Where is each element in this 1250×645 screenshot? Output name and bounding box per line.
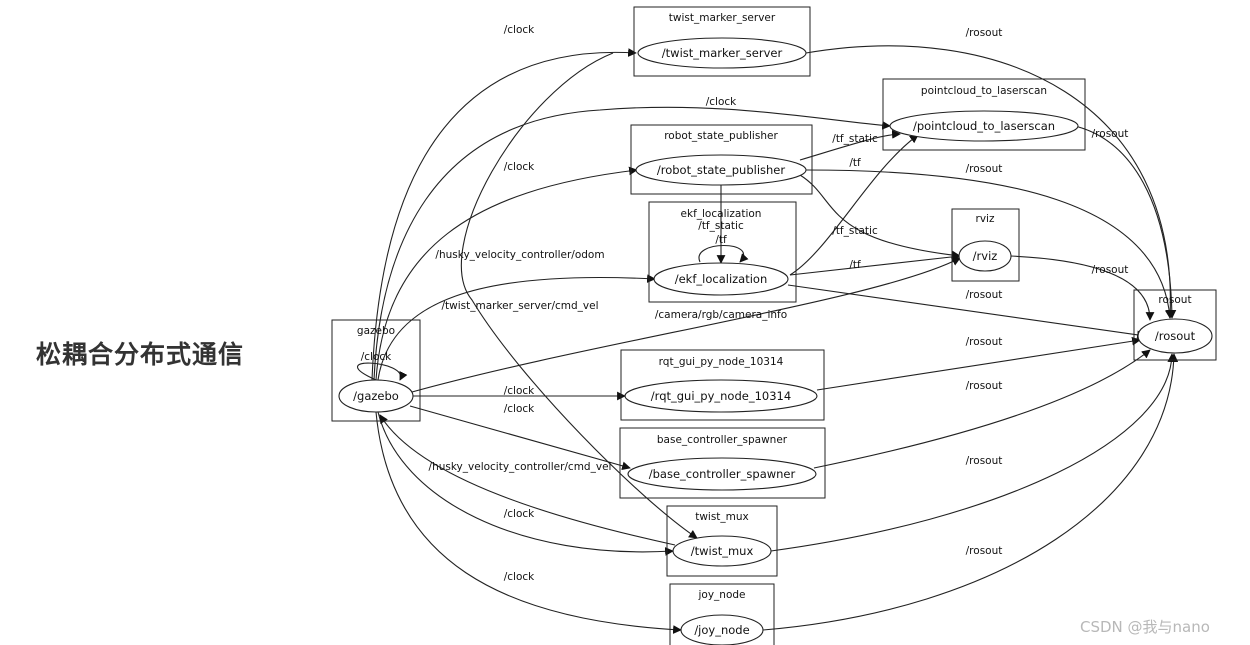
edge-15 [799,174,961,260]
edge-14 [789,252,961,276]
edge-label-twist-cmd-vel: /twist_marker_server/cmd_vel [442,300,599,312]
edge-2 [375,166,638,381]
node-robot-state-publisher[interactable]: robot_state_publisher/robot_state_publis… [630,124,813,195]
node-box-label: robot_state_publisher [664,130,778,142]
node-box-label: rviz [976,213,995,225]
node-name-label: /ekf_localization [675,272,768,286]
edge-11 [698,244,749,263]
edges-layer [357,45,1179,634]
edge-3 [377,274,656,381]
node-rviz[interactable]: rviz/rviz [951,208,1020,282]
edge-label-tf: /tf [849,157,861,169]
edge-18 [805,45,1175,319]
edge-label-rosout: /rosout [966,336,1003,348]
edge-label-rosout: /rosout [1092,264,1129,276]
edge-24 [813,349,1151,469]
node-box-label: ekf_localization [681,208,762,220]
edge-labels-layer: /clock/clock/clock/husky_velocity_contro… [361,24,1129,583]
node-ekf-localization[interactable]: ekf_localization/ekf_localization [648,201,797,303]
edge-17 [379,414,676,546]
node-twist-mux[interactable]: twist_mux/twist_mux [666,505,778,577]
node-pointcloud-to-laserscan[interactable]: pointcloud_to_laserscan/pointcloud_to_la… [882,78,1086,151]
node-box-label: twist_mux [695,511,749,523]
node-twist-marker-server[interactable]: twist_marker_server/twist_marker_server [633,6,811,77]
node-name-label: /twist_mux [691,544,754,558]
edge-label-tf-static: /tf_static [832,133,878,145]
edge-13 [789,134,919,276]
edge-23 [816,336,1141,391]
node-name-label: /gazebo [353,389,399,403]
edge-label-clock: /clock [504,403,535,415]
node-name-label: /rqt_gui_py_node_10314 [651,389,791,403]
edge-1 [373,106,891,381]
edge-label-clock: /clock [504,24,535,36]
edge-12 [799,130,901,161]
edge-label-rosout: /rosout [966,27,1003,39]
edge-label-clock: /clock [706,96,737,108]
edge-7 [377,411,674,556]
edge-label-clock: /clock [504,508,535,520]
node-rqt-gui-py-node-10314[interactable]: rqt_gui_py_node_10314/rqt_gui_py_node_10… [620,349,825,421]
edge-4 [411,257,961,393]
node-box-label: pointcloud_to_laserscan [921,85,1047,97]
node-base-controller-spawner[interactable]: base_controller_spawner/base_controller_… [619,427,826,499]
edge-label-rosout: /rosout [966,545,1003,557]
edge-label-clock: /clock [361,351,392,363]
watermark: CSDN @我与nano [1080,618,1210,636]
edge-label-husky-odom: /husky_velocity_controller/odom [435,249,604,261]
edge-25 [770,353,1177,552]
edge-0 [371,48,637,381]
edge-9 [357,362,408,381]
edge-16 [460,52,698,539]
edge-label-tf-static: /tf_static [832,225,878,237]
edge-label-clock: /clock [504,161,535,173]
edge-8 [375,411,682,634]
node-joy-node[interactable]: joy_node/joy_node [669,583,775,645]
node-gazebo[interactable]: gazebo/gazebo [331,319,421,422]
node-name-label: /rosout [1155,329,1196,343]
node-name-label: /joy_node [694,623,749,637]
edge-20 [805,169,1174,319]
node-rosout[interactable]: rosout/rosout [1133,289,1217,361]
nodes-layer: twist_marker_server/twist_marker_serverp… [331,6,1217,645]
edge-label-rosout: /rosout [1092,128,1129,140]
slide-title: 松耦合分布式通信 [36,340,245,369]
edge-26 [762,353,1179,631]
node-name-label: /pointcloud_to_laserscan [913,119,1055,133]
edge-label-rosout: /rosout [966,163,1003,175]
node-box-label: joy_node [697,589,745,601]
edge-label-husky-cmd-vel: /husky_velocity_controller/cmd_vel [429,461,612,473]
node-name-label: /rviz [973,249,998,263]
edge-label-tf: /tf [715,234,727,246]
edge-label-tf-static: /tf_static [698,220,744,232]
node-box-label: rqt_gui_py_node_10314 [659,356,784,368]
node-box-label: rosout [1158,294,1191,306]
edge-label-clock: /clock [504,385,535,397]
edge-label-camera-info: /camera/rgb/camera_info [655,309,787,321]
edge-label-rosout: /rosout [966,380,1003,392]
edge-22 [787,284,1146,340]
node-box-label: twist_marker_server [669,12,776,24]
edge-label-rosout: /rosout [966,455,1003,467]
edge-label-rosout: /rosout [966,289,1003,301]
edge-21 [1009,255,1155,321]
node-box-label: base_controller_spawner [657,434,788,446]
node-name-label: /robot_state_publisher [657,163,785,177]
node-box-label: gazebo [357,325,395,337]
node-name-label: /twist_marker_server [662,46,783,60]
edge-6 [409,405,631,471]
edge-label-tf: /tf [849,259,861,271]
node-name-label: /base_controller_spawner [649,467,796,481]
edge-19 [1074,125,1177,319]
edge-label-clock: /clock [504,571,535,583]
